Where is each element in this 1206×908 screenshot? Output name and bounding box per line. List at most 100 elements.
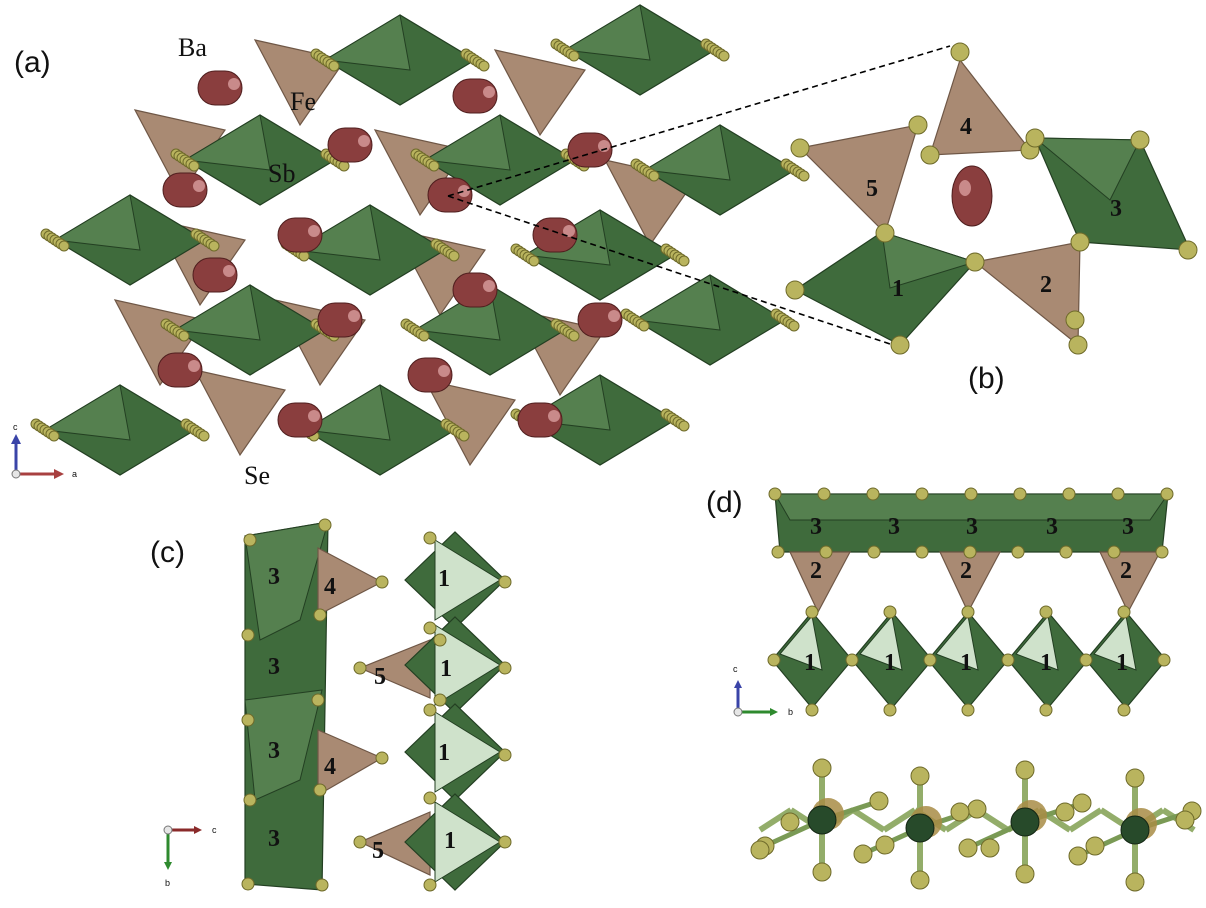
panel-a-axis-triad: c a <box>11 422 77 479</box>
se-atom <box>890 335 910 355</box>
se-atom <box>1117 605 1131 619</box>
panel-b-num-4: 4 <box>960 114 972 140</box>
panel-b-label: (b) <box>968 362 1005 395</box>
d-num-3-1: 3 <box>810 514 822 540</box>
se-atom <box>1125 872 1145 892</box>
se-atom <box>869 791 889 811</box>
bond <box>851 807 886 833</box>
sb-atom <box>905 813 935 843</box>
se-atom <box>1062 487 1076 501</box>
ba-highlight <box>438 365 450 377</box>
octahedron-1-light-face <box>434 801 501 883</box>
sb-octahedron-face <box>53 194 141 251</box>
se-atom <box>767 653 781 667</box>
ba-highlight <box>483 280 495 292</box>
d-num-3-4: 3 <box>1046 514 1058 540</box>
se-atom <box>1001 653 1015 667</box>
ba-label: Ba <box>178 33 207 62</box>
se-atom <box>423 703 437 717</box>
panel-b-se-atoms <box>785 42 1198 355</box>
d-num-2-2: 2 <box>960 558 972 584</box>
ba-highlight <box>193 180 205 192</box>
se-atom <box>375 575 389 589</box>
axis-c-label: c <box>13 422 18 432</box>
se-atom <box>1117 703 1131 717</box>
tetrahedron-4 <box>929 58 1032 156</box>
se-atom <box>915 545 929 559</box>
se-atom <box>788 320 800 332</box>
se-atom <box>963 545 977 559</box>
c-num-3-4: 3 <box>268 826 280 852</box>
se-atom <box>805 605 819 619</box>
se-atom <box>718 50 730 62</box>
se-atom <box>1059 545 1073 559</box>
se-atom <box>867 545 881 559</box>
fe-tetrahedron <box>493 49 587 137</box>
se-atom <box>915 487 929 501</box>
se-atom <box>812 862 832 882</box>
se-atom <box>423 531 437 545</box>
se-atom <box>950 802 970 822</box>
se-atom <box>353 661 367 675</box>
se-atom <box>1085 836 1105 856</box>
se-atom <box>1130 130 1150 150</box>
panel-c-axis-triad: c b <box>163 825 217 888</box>
se-atom <box>1068 846 1088 866</box>
se-atom <box>958 838 978 858</box>
se-atom <box>1013 487 1027 501</box>
se-atom <box>910 766 930 786</box>
panel-c-se-atoms <box>241 518 512 892</box>
zoom-lines <box>447 45 951 347</box>
bond <box>882 807 917 833</box>
se-atom <box>1111 487 1125 501</box>
se-atom <box>313 608 327 622</box>
sb-atom <box>1120 815 1150 845</box>
bond <box>1068 807 1103 833</box>
se-atom <box>208 240 220 252</box>
se-atom <box>1039 605 1053 619</box>
c-num-1-4: 1 <box>444 828 456 854</box>
sb-octahedron-face <box>173 284 261 341</box>
panel-b-num-3: 3 <box>1110 196 1122 222</box>
ba-highlight <box>563 225 575 237</box>
panel-d-se-atoms <box>767 487 1174 717</box>
sb-atom <box>1010 807 1040 837</box>
se-atom <box>1068 335 1088 355</box>
se-atom <box>1070 232 1090 252</box>
se-atom <box>883 703 897 717</box>
se-atom <box>243 533 257 547</box>
se-atom <box>961 605 975 619</box>
panel-d: (d) 3 3 3 3 3 2 2 2 1 1 1 1 1 c b <box>706 486 1202 892</box>
se-atom <box>923 653 937 667</box>
se-atom <box>313 783 327 797</box>
se-atom <box>1072 793 1092 813</box>
se-atom <box>845 653 859 667</box>
se-atom <box>353 835 367 849</box>
se-atom <box>965 252 985 272</box>
sb-octahedron-face <box>563 4 651 61</box>
se-atom <box>678 255 690 267</box>
se-atom <box>241 713 255 727</box>
ba-highlight <box>188 360 200 372</box>
se-atom <box>678 420 690 432</box>
se-atom <box>638 320 650 332</box>
panel-d-label: (d) <box>706 486 743 519</box>
se-atom <box>920 145 940 165</box>
se-atom <box>1055 802 1075 822</box>
octahedron-1-light-face <box>935 614 979 671</box>
sb-octahedron-face <box>183 114 271 171</box>
axis-c-label-d: c <box>733 664 738 674</box>
se-atom <box>817 487 831 501</box>
sb-octahedron-face <box>643 124 731 181</box>
se-atom <box>910 870 930 890</box>
se-atom <box>805 703 819 717</box>
octahedron-1-light-face <box>779 614 823 671</box>
panel-a: (a) Ba Fe Sb Se c a <box>11 4 810 490</box>
se-atom <box>961 703 975 717</box>
se-atom <box>241 628 255 642</box>
se-atom <box>328 60 340 72</box>
se-atom <box>875 223 895 243</box>
panel-c-label: (c) <box>150 536 185 569</box>
octahedron-1-light-face <box>1093 614 1137 671</box>
se-atom <box>1178 240 1198 260</box>
